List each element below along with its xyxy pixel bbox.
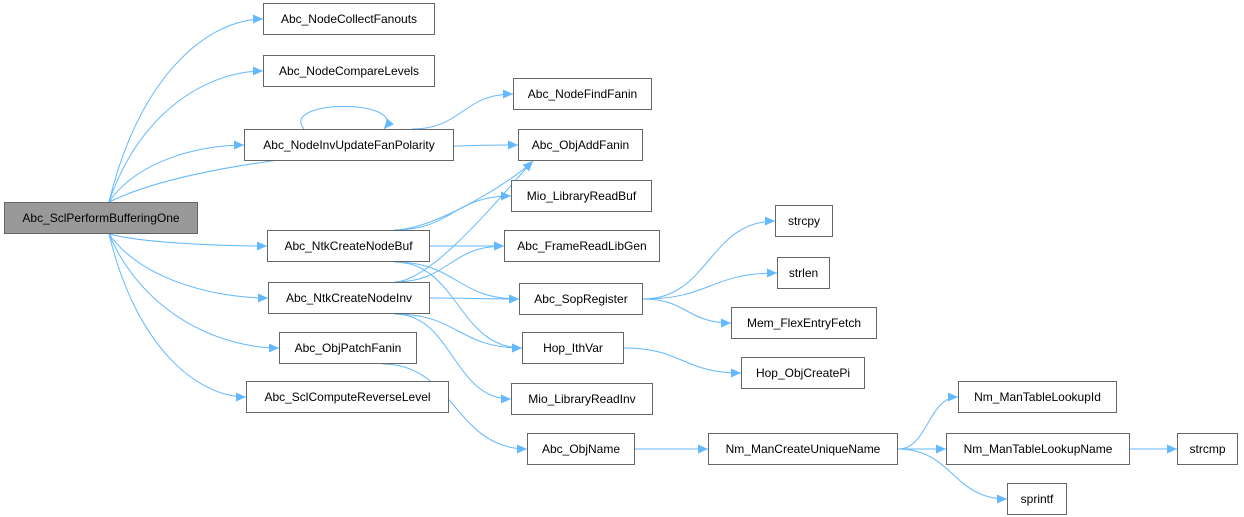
edge-root-to-compare_levels-arrowhead	[253, 66, 263, 76]
node-ntk-create-node-inv[interactable]: Abc_NtkCreateNodeInv	[268, 282, 430, 314]
node-obj-name[interactable]: Abc_ObjName	[527, 433, 635, 465]
node-hop-obj-create-pi[interactable]: Hop_ObjCreatePi	[741, 357, 865, 389]
edge-root-to-obj_add_fanin-arrowhead	[508, 140, 518, 150]
node-strcmp[interactable]: strcmp	[1177, 433, 1238, 465]
node-find-fanin[interactable]: Abc_NodeFindFanin	[513, 78, 652, 110]
node-obj-patch-fanin[interactable]: Abc_ObjPatchFanin	[279, 332, 417, 364]
edge-root-to-collect_fanouts-arrowhead	[253, 14, 263, 24]
edge-root-to-compute_rev	[108, 233, 247, 398]
node-strcpy[interactable]: strcpy	[775, 205, 833, 237]
edge-ntk_create_buf-to-mio_read_buf	[394, 195, 512, 231]
edge-root-to-ntk_create_buf	[108, 233, 268, 247]
edge-obj_patch-to-obj_name-arrowhead	[517, 444, 527, 454]
node-frame-read-lib-gen[interactable]: Abc_FrameReadLibGen	[504, 230, 660, 262]
node-scl-compute-reverse-level[interactable]: Abc_SclComputeReverseLevel	[246, 381, 449, 413]
edge-sop_register-to-strlen-arrowhead	[767, 268, 777, 278]
edge-nm_lookup_name-to-strcmp-arrowhead	[1167, 444, 1177, 454]
edge-root-to-ntk_create_inv-arrowhead	[258, 293, 268, 303]
edge-ntk_create_inv-to-obj_add_fanin	[394, 160, 534, 283]
edge-hop_ithvar-to-hop_createpi	[623, 347, 742, 374]
edge-root-to-compare_levels	[108, 70, 264, 203]
edge-nm_unique-to-sprintf	[897, 448, 1008, 500]
edge-root-to-inv_update-arrowhead	[234, 140, 244, 150]
edge-ntk_create_inv-to-sop_register	[429, 297, 520, 300]
edge-inv_update-to-find_fanin	[411, 93, 514, 130]
edge-hop_ithvar-to-hop_createpi-arrowhead	[731, 368, 741, 378]
edge-ntk_create_inv-to-frame_read_lib	[394, 245, 505, 283]
edge-obj_patch-to-obj_name	[382, 363, 528, 450]
edge-ntk_create_buf-to-sop_register	[394, 261, 520, 300]
node-nm-table-lookup-name[interactable]: Nm_ManTableLookupName	[946, 433, 1130, 465]
edge-ntk_create_inv-to-mio_read_inv	[394, 313, 512, 400]
edge-nm_unique-to-nm_lookup_id-arrowhead	[948, 392, 958, 402]
node-root: Abc_SclPerformBufferingOne	[4, 202, 198, 234]
edge-root-to-compute_rev-arrowhead	[236, 392, 246, 402]
edge-nm_unique-to-nm_lookup_name-arrowhead	[936, 444, 946, 454]
edge-ntk_create_inv-to-sop_register-arrowhead	[509, 294, 519, 304]
edge-sop_register-to-strlen	[642, 272, 778, 300]
node-inv-update-fan-polarity[interactable]: Abc_NodeInvUpdateFanPolarity	[244, 129, 454, 161]
node-mio-library-read-buf[interactable]: Mio_LibraryReadBuf	[511, 180, 652, 212]
edge-root-to-ntk_create_inv	[108, 233, 269, 299]
node-obj-add-fanin[interactable]: Abc_ObjAddFanin	[518, 129, 643, 161]
edge-ntk_create_inv-to-obj_add_fanin-arrowhead	[522, 161, 533, 172]
node-nm-table-lookup-id[interactable]: Nm_ManTableLookupId	[958, 381, 1117, 413]
edge-sop_register-to-strcpy	[642, 220, 776, 300]
node-collect-fanouts[interactable]: Abc_NodeCollectFanouts	[263, 3, 435, 35]
node-compare-levels[interactable]: Abc_NodeCompareLevels	[263, 55, 435, 87]
edge-ntk_create_buf-to-mio_read_buf-arrowhead	[501, 191, 511, 201]
edge-inv_update-to-inv_update-arrowhead	[384, 118, 394, 129]
edge-root-to-inv_update	[108, 144, 245, 203]
edge-inv_update-to-find_fanin-arrowhead	[503, 89, 513, 99]
edge-ntk_create_inv-to-hop_ithvar-arrowhead	[512, 343, 522, 353]
edge-root-to-obj_patch	[108, 233, 280, 349]
edge-sop_register-to-mem_flex-arrowhead	[721, 318, 731, 328]
edge-sop_register-to-mem_flex	[642, 298, 732, 324]
edge-sop_register-to-strcpy-arrowhead	[765, 216, 775, 226]
node-mio-library-read-inv[interactable]: Mio_LibraryReadInv	[511, 383, 653, 415]
node-sprintf[interactable]: sprintf	[1007, 483, 1067, 515]
edge-inv_update-to-inv_update	[300, 106, 388, 130]
edge-ntk_create_inv-to-hop_ithvar	[394, 313, 523, 349]
edge-ntk_create_inv-to-mio_read_inv-arrowhead	[501, 394, 511, 404]
node-hop-ithvar[interactable]: Hop_IthVar	[522, 332, 624, 364]
node-sop-register[interactable]: Abc_SopRegister	[519, 283, 643, 315]
edge-root-to-collect_fanouts	[108, 18, 264, 203]
edge-root-to-ntk_create_buf-arrowhead	[257, 241, 267, 251]
node-nm-create-unique-name[interactable]: Nm_ManCreateUniqueName	[708, 433, 898, 465]
edge-root-to-obj_patch-arrowhead	[269, 343, 279, 353]
edge-ntk_create_inv-to-frame_read_lib-arrowhead	[494, 241, 504, 251]
node-mem-flex-entry-fetch[interactable]: Mem_FlexEntryFetch	[731, 307, 877, 339]
edge-nm_unique-to-sprintf-arrowhead	[997, 494, 1007, 504]
node-strlen[interactable]: strlen	[777, 257, 830, 289]
node-ntk-create-node-buf[interactable]: Abc_NtkCreateNodeBuf	[267, 230, 430, 262]
edge-obj_name-to-nm_unique-arrowhead	[698, 444, 708, 454]
edge-ntk_create_buf-to-hop_ithvar	[394, 261, 523, 349]
